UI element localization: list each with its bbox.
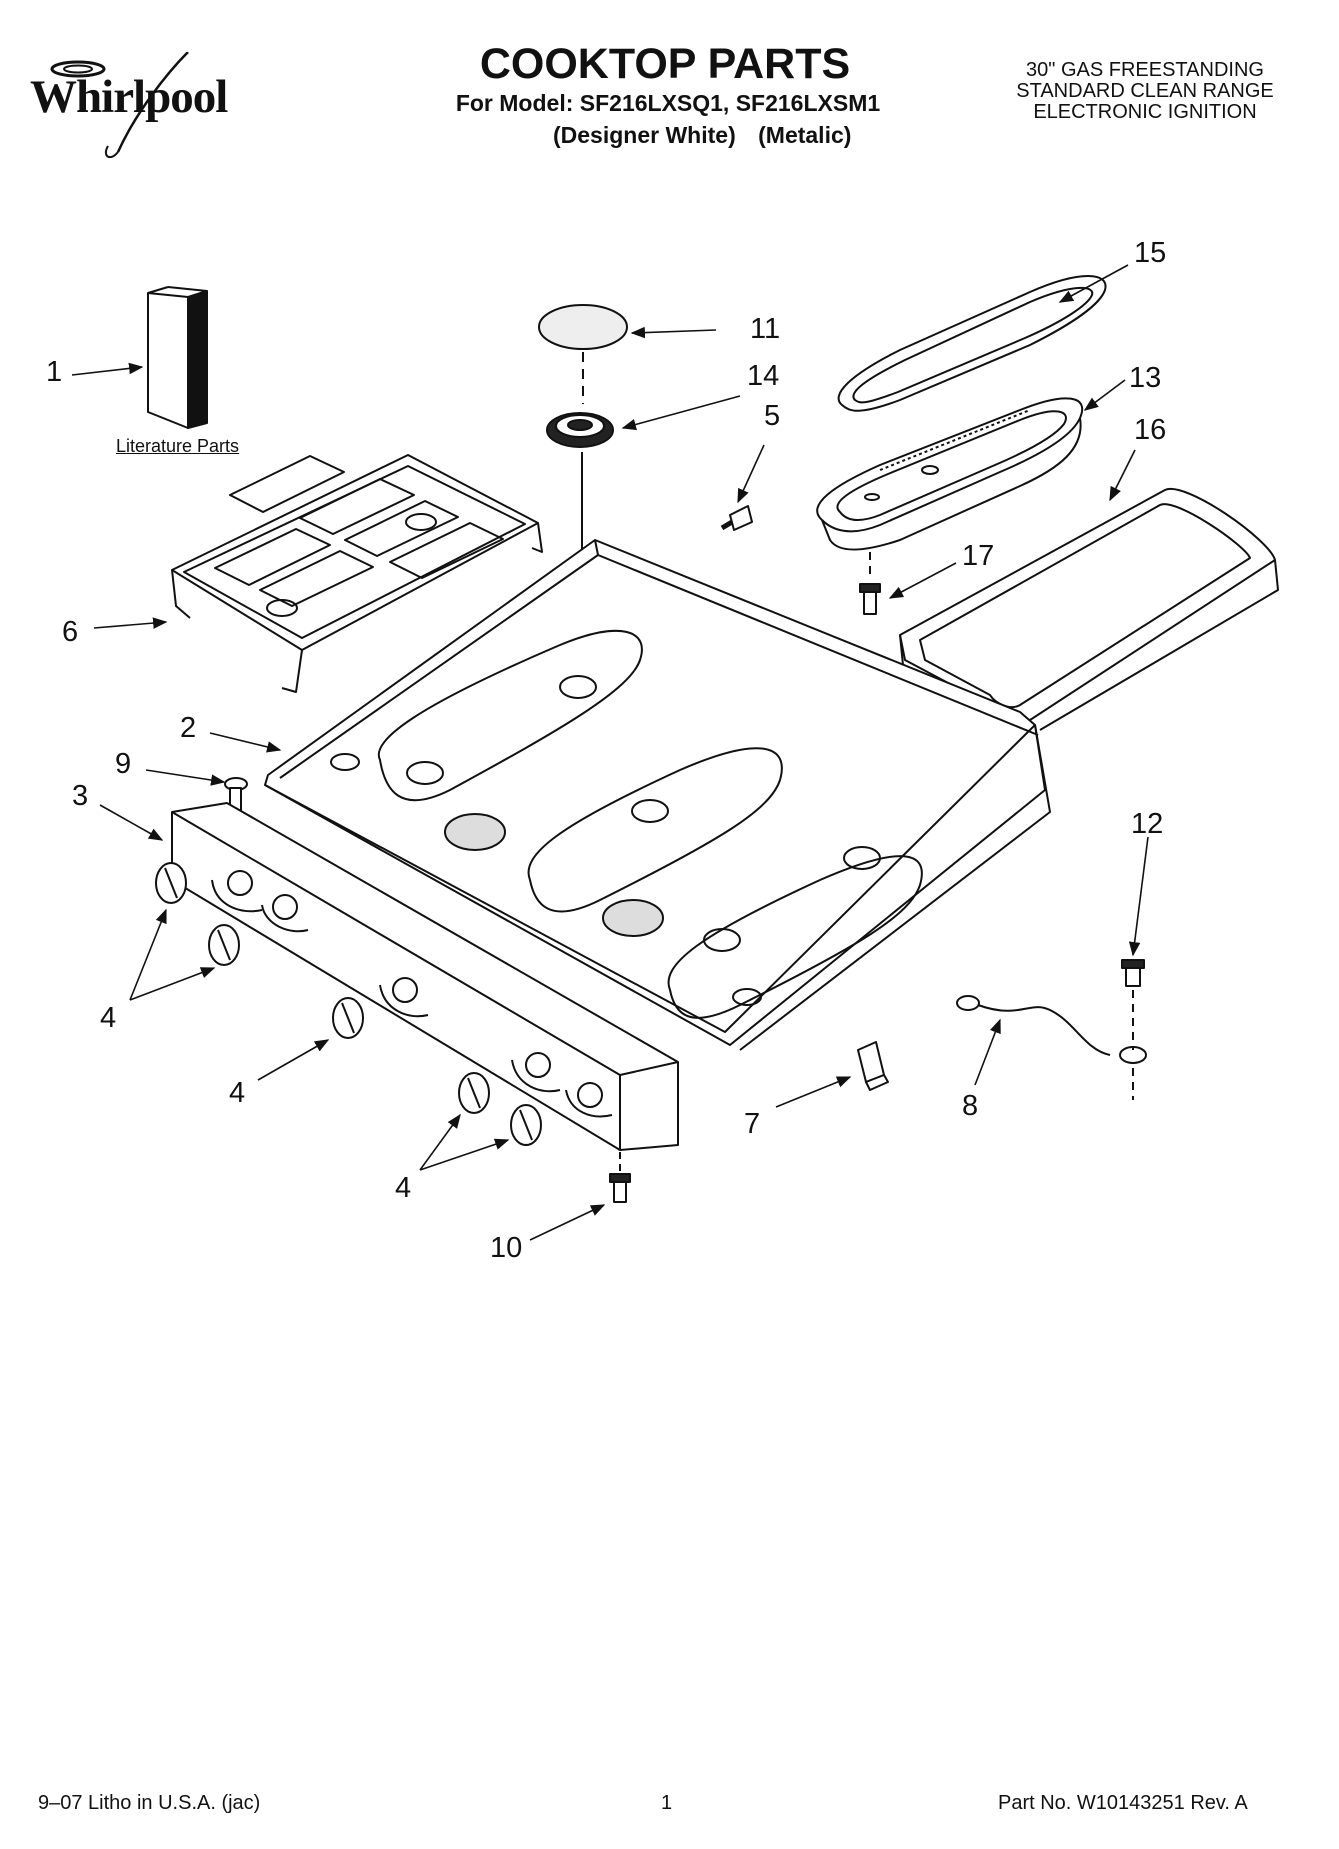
callout-4a: 4 (100, 1002, 117, 1034)
callout-8: 8 (962, 1090, 979, 1122)
literature-booklet-part (147, 286, 208, 429)
screw-part-5 (720, 505, 753, 531)
screw-part-12 (1121, 959, 1145, 987)
callout-5: 5 (764, 400, 781, 432)
callout-13: 13 (1129, 362, 1162, 394)
clip-part (857, 1041, 889, 1091)
callout-17: 17 (962, 540, 995, 572)
cooktop-main-part (264, 539, 1051, 1051)
burner-cap-part (538, 304, 628, 350)
product-line-2: STANDARD CLEAN RANGE (1016, 80, 1274, 102)
griddle-burner-part (816, 397, 1083, 551)
footer-print-info: 9–07 Litho in U.S.A. (jac) (38, 1792, 261, 1814)
callout-7: 7 (744, 1108, 761, 1140)
page-title: COOKTOP PARTS (479, 40, 851, 88)
callout-10: 10 (490, 1232, 523, 1264)
part-number: Part No. W10143251 Rev. A (998, 1792, 1248, 1814)
callout-16: 16 (1134, 414, 1167, 446)
product-description: 30" GAS FREESTANDING STANDARD CLEAN RANG… (990, 60, 1300, 123)
model-line: For Model: SF216LXSQ1, SF216LXSM1 (455, 90, 881, 116)
callout-12: 12 (1131, 808, 1164, 840)
callout-11: 11 (750, 313, 781, 345)
model-variants: (Designer White) (Metalic) (553, 122, 867, 149)
product-line-3: ELECTRONIC IGNITION (1033, 101, 1257, 123)
callout-1: 1 (46, 356, 63, 388)
oval-gasket-part (837, 275, 1107, 412)
callout-14: 14 (747, 360, 780, 392)
burner-head-part (546, 412, 614, 448)
variant-designer-white: (Designer White) (553, 122, 736, 148)
callout-2: 2 (180, 712, 197, 744)
plug-button-part-9 (224, 777, 248, 811)
brand-wordmark: Whirlpool (30, 71, 228, 123)
literature-parts-label: Literature Parts (116, 436, 240, 456)
control-knobs-part (155, 862, 542, 1146)
callout-6: 6 (62, 616, 79, 648)
screw-part-10 (609, 1173, 631, 1203)
screw-part-17 (859, 583, 881, 615)
page-number: 1 (661, 1792, 673, 1814)
callout-3: 3 (72, 780, 89, 812)
product-line-1: 30" GAS FREESTANDING (1026, 59, 1264, 81)
variant-metalic: (Metalic) (758, 122, 852, 148)
callout-4c: 4 (395, 1172, 412, 1204)
callout-4b: 4 (229, 1077, 246, 1109)
grate-part (171, 454, 543, 693)
callout-9: 9 (115, 748, 132, 780)
callout-15: 15 (1134, 237, 1167, 269)
whirlpool-logo (18, 51, 268, 162)
ground-wire-part (956, 995, 1147, 1064)
